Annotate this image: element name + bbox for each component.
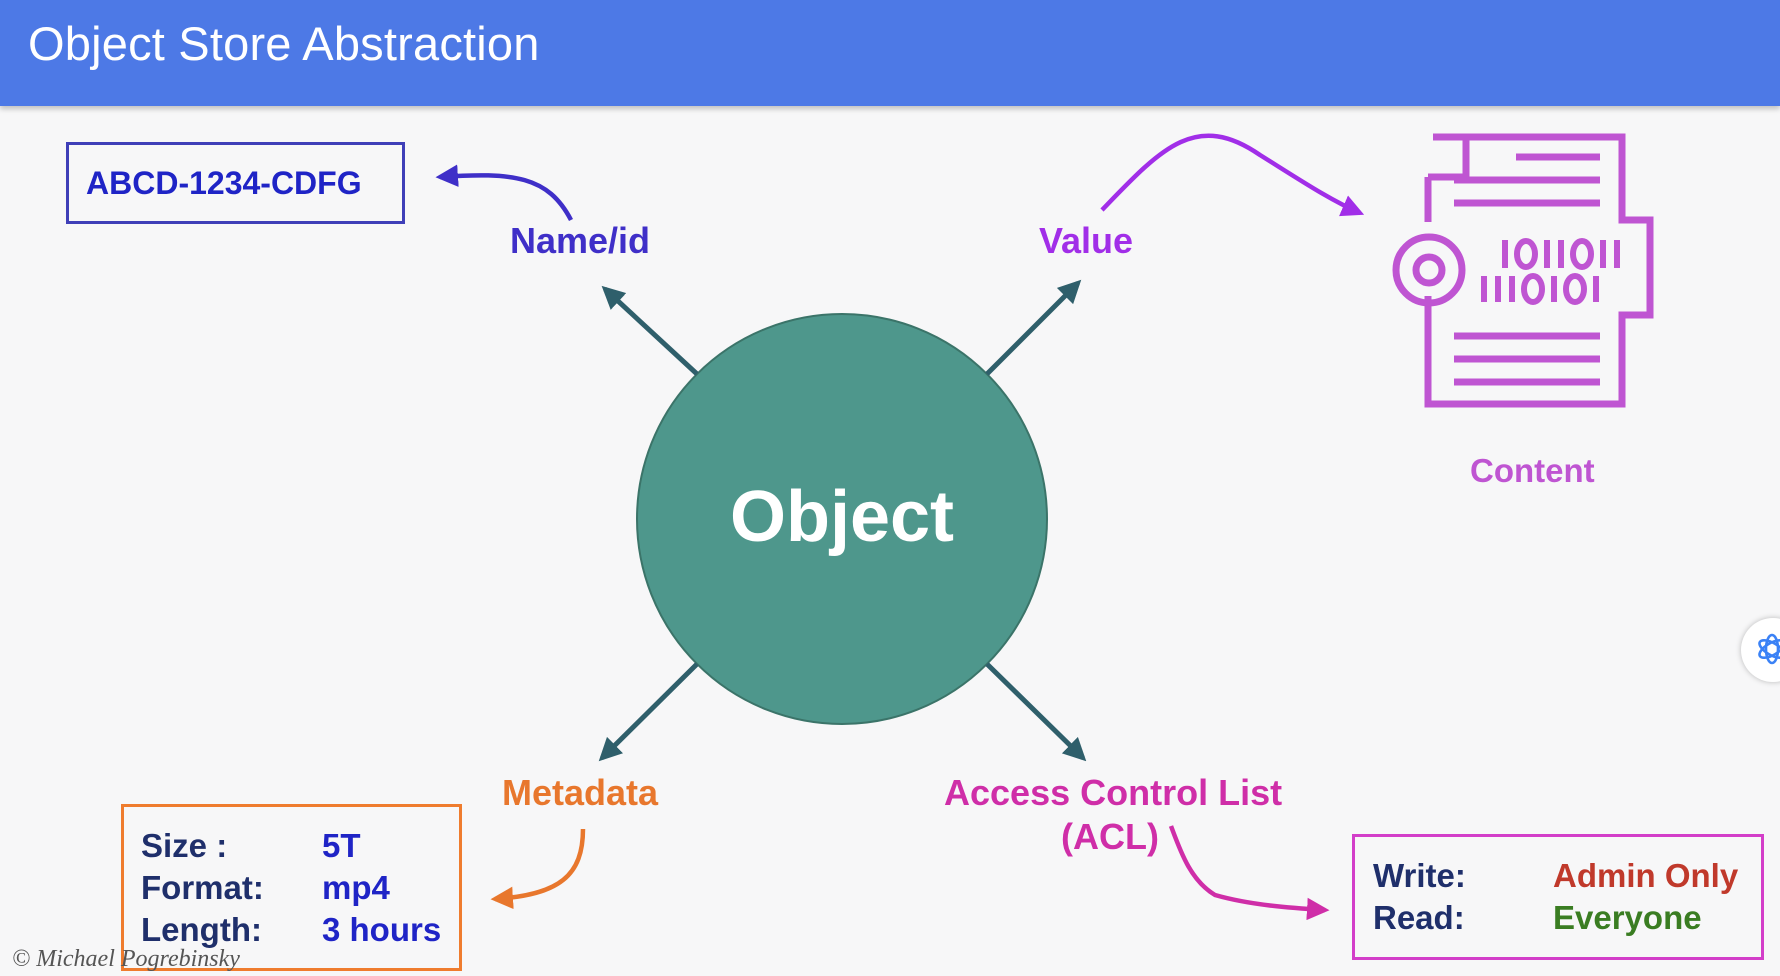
binary-digits [1481, 238, 1620, 305]
data-document-gear-icon [1392, 133, 1654, 408]
content-label: Content [1470, 452, 1595, 489]
acl-box: Write: Admin Only Read: Everyone [1352, 834, 1764, 960]
acl-label-line1: Access Control List [944, 772, 1283, 813]
metadata-label: Metadata [502, 772, 659, 813]
metadata-box: Size : 5T Format: mp4 Length: 3 hours [121, 804, 462, 971]
acl-value-write: Admin Only [1553, 857, 1739, 894]
value-label: Value [1039, 220, 1134, 261]
metadata-key: Length: [141, 911, 262, 948]
metadata-key: Size : [141, 827, 228, 864]
arrow-to-acl [985, 662, 1087, 762]
arrow-metadata-to-box [490, 828, 586, 910]
name-id-label: Name/id [510, 220, 651, 261]
acl-key: Read: [1373, 899, 1465, 936]
metadata-value: 5T [322, 827, 361, 864]
arrow-acl-to-box [1168, 825, 1330, 921]
id-example-box: ABCD-1234-CDFG [66, 142, 405, 224]
metadata-value: 3 hours [322, 911, 442, 948]
arrow-to-name [601, 285, 699, 376]
copyright-watermark: © Michael Pogrebinsky [12, 946, 240, 972]
arrow-value-to-content [1100, 133, 1365, 217]
acl-value-read: Everyone [1553, 899, 1702, 936]
object-label: Object [729, 477, 955, 557]
arrow-to-metadata [598, 662, 699, 762]
metadata-value: mp4 [322, 869, 390, 906]
arrow-name-to-id [435, 164, 573, 222]
page-title: Object Store Abstraction [28, 17, 540, 70]
arrow-to-value [985, 279, 1082, 376]
object-circle [636, 313, 1048, 725]
metadata-key: Format: [141, 869, 264, 906]
title-bar: Object Store Abstraction [0, 0, 1780, 106]
assistant-knot-icon [1758, 633, 1780, 665]
id-example-text: ABCD-1234-CDFG [86, 165, 362, 201]
acl-key: Write: [1373, 857, 1466, 894]
acl-label-line2: (ACL) [1061, 816, 1159, 857]
